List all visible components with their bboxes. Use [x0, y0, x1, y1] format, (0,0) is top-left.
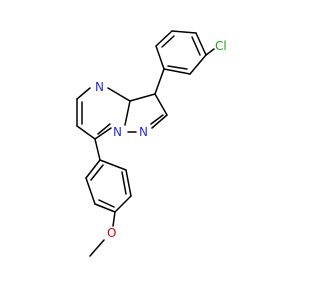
chlorine-label: Cl [215, 39, 227, 53]
chlorophenyl-ring [155, 30, 207, 75]
bond-ring-to-oxygen [112, 211, 116, 227]
oxygen-label: O [107, 226, 116, 240]
methoxyphenyl-ring [85, 159, 132, 213]
structure-canvas: Cl N N N O [76, 30, 227, 257]
pyrazole-ring [127, 93, 168, 133]
nitrogen-bridge-label: N [113, 125, 122, 139]
bond-oxygen-to-methyl [89, 239, 105, 257]
nitrogen-pyrazole-label: N [139, 125, 148, 139]
molecule-drawing: Cl N N N O [76, 30, 227, 257]
bond-aryl-to-pyrazole [154, 68, 165, 95]
bond-pyrimidine-to-aryl [94, 138, 101, 161]
pyrimidine-ring [76, 87, 131, 140]
nitrogen-pyrimidine-label: N [95, 80, 104, 94]
bond-ring-to-chlorine [205, 48, 215, 56]
